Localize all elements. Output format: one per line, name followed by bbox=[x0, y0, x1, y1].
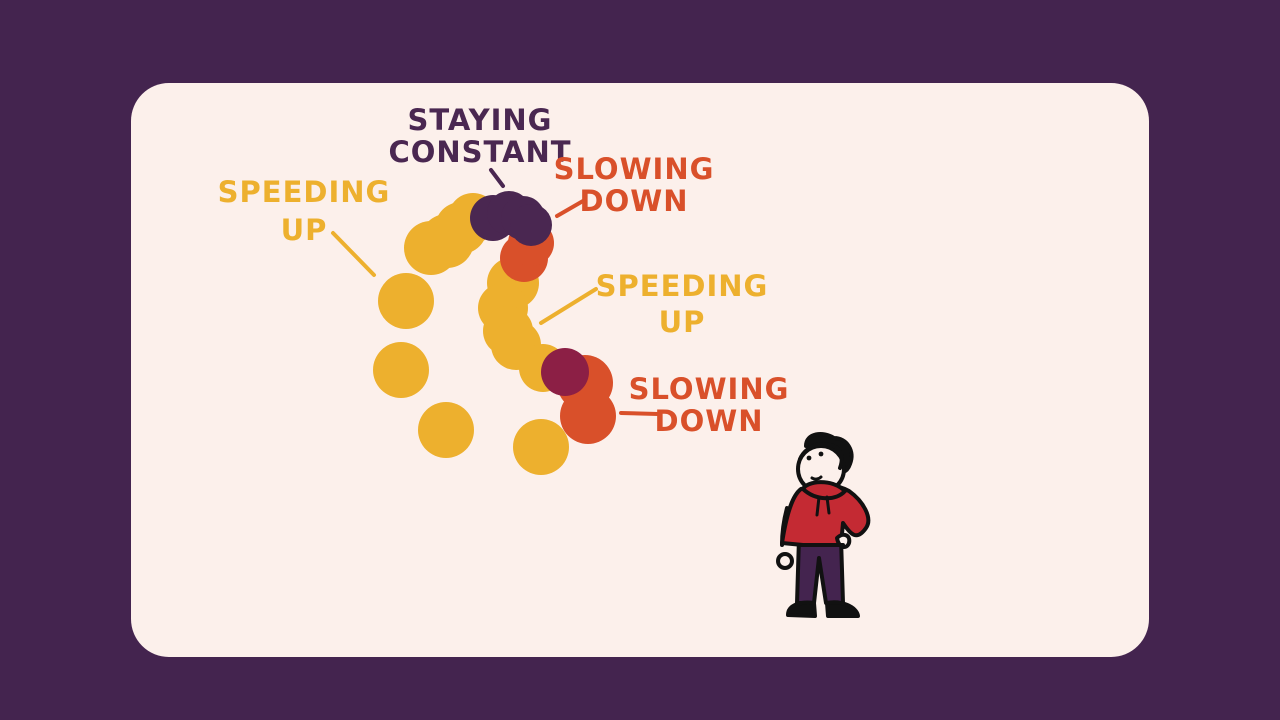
slowing-down-label-1-line2: DOWN bbox=[580, 184, 689, 218]
leader-staying-constant bbox=[489, 168, 505, 188]
motion-diagram: STAYING CONSTANT SLOWING DOWN SPEEDING U… bbox=[218, 103, 871, 618]
illustration-card: STAYING CONSTANT SLOWING DOWN SPEEDING U… bbox=[131, 83, 1149, 657]
mouth bbox=[810, 475, 823, 481]
shoe bbox=[825, 600, 860, 618]
leader-slowing-down-1 bbox=[555, 199, 585, 218]
speeding-up-label-1-line1: SPEEDING bbox=[218, 175, 391, 209]
slowing-down-label-2-line2: DOWN bbox=[655, 404, 764, 438]
trail-dot bbox=[418, 402, 474, 458]
hood bbox=[801, 480, 847, 501]
trail-dot bbox=[560, 388, 616, 444]
leader-speeding-up-1 bbox=[331, 231, 376, 277]
left-arm bbox=[780, 506, 789, 547]
speeding-up-label-2-line1: SPEEDING bbox=[596, 269, 769, 303]
staying-constant-dots bbox=[470, 191, 552, 246]
speeding-up-label-1-line2: UP bbox=[281, 213, 328, 247]
overlap-dot bbox=[541, 348, 589, 396]
staying-constant-label-line1: STAYING bbox=[408, 103, 553, 137]
shoe bbox=[786, 600, 817, 618]
slowing-down-label-2-line1: SLOWING bbox=[629, 372, 790, 406]
staying-constant-label-line2: CONSTANT bbox=[388, 135, 571, 169]
hoodie-string bbox=[815, 495, 821, 517]
slowing-down-dots bbox=[500, 220, 616, 444]
speeding-up-label-2-line2: UP bbox=[659, 305, 706, 339]
trail-dot bbox=[373, 342, 429, 398]
eye bbox=[818, 451, 824, 457]
leader-slowing-down-2 bbox=[619, 411, 660, 416]
slowing-down-label-1-line1: SLOWING bbox=[554, 152, 715, 186]
eye bbox=[806, 455, 812, 461]
trail-dot bbox=[378, 273, 434, 329]
person-looking-up-icon bbox=[776, 432, 871, 618]
hoodie-string bbox=[825, 495, 831, 515]
pants bbox=[795, 536, 845, 605]
leader-speeding-up-2 bbox=[539, 287, 598, 325]
trail-dot bbox=[513, 419, 569, 475]
trail-dot bbox=[510, 204, 552, 246]
hair-top bbox=[798, 441, 844, 470]
leader-lines bbox=[331, 168, 660, 416]
left-hand bbox=[776, 552, 794, 570]
